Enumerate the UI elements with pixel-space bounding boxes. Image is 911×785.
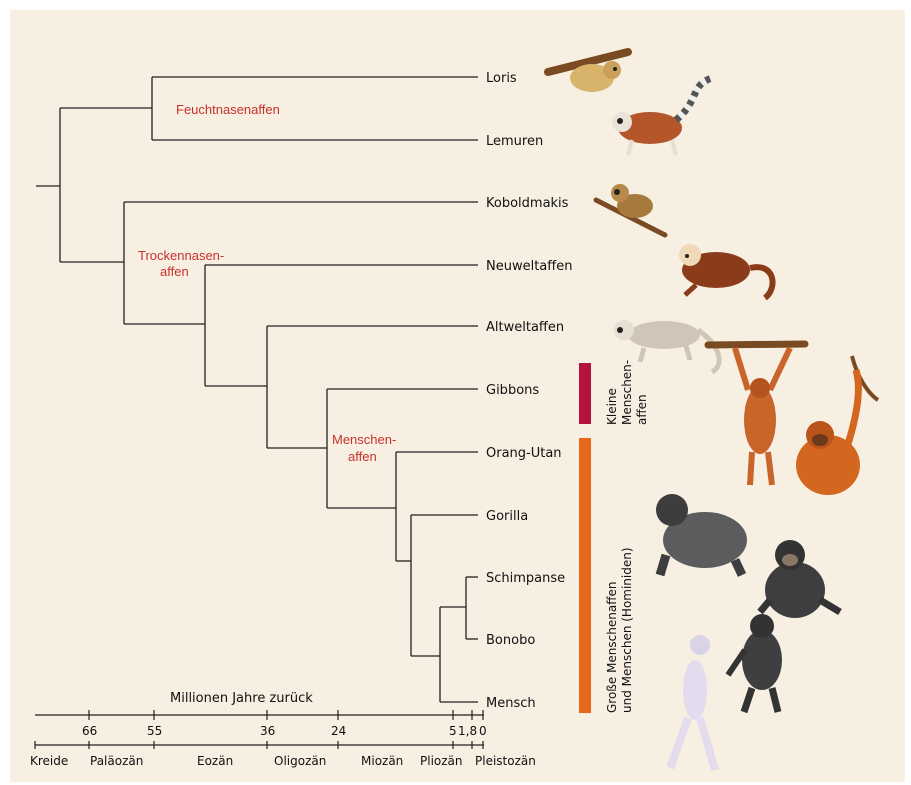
- group-label-small-apes-line1: Kleine: [605, 388, 619, 425]
- clade-label-feuchtnasenaffen: Feuchtnasenaffen: [176, 102, 280, 117]
- tick-label-1-8: 1,8: [458, 724, 477, 738]
- group-label-great-apes-line1: Große Menschenaffen: [605, 582, 619, 713]
- bar-great-apes: [579, 438, 591, 713]
- epoch-label-kreide: Kreide: [30, 754, 68, 768]
- clade-label-menschenaffen-line2: affen: [348, 449, 377, 464]
- tick-label-55: 55: [147, 724, 162, 738]
- taxon-label-altweltaffen: Altweltaffen: [486, 320, 564, 335]
- group-label-small-apes-line2: Menschen-: [620, 360, 634, 425]
- clade-label-menschenaffen-line1: Menschen-: [332, 432, 396, 447]
- taxon-label-loris: Loris: [486, 71, 517, 86]
- taxon-label-neuweltaffen: Neuweltaffen: [486, 259, 572, 274]
- taxon-label-gibbons: Gibbons: [486, 383, 539, 398]
- tick-label-24: 24: [331, 724, 346, 738]
- tick-label-66: 66: [82, 724, 97, 738]
- taxon-label-koboldmakis: Koboldmakis: [486, 196, 569, 211]
- clade-label-trockennasen-line2: affen: [160, 264, 189, 279]
- epoch-label-miozaen: Miozän: [361, 754, 403, 768]
- taxon-label-bonobo: Bonobo: [486, 633, 535, 648]
- clade-label-trockennasen-line1: Trockennasen-: [138, 248, 224, 263]
- taxon-label-schimpanse: Schimpanse: [486, 571, 565, 586]
- taxon-label-mensch: Mensch: [486, 696, 536, 711]
- time-axis-title: Millionen Jahre zurück: [170, 691, 313, 706]
- tick-label-5: 5: [449, 724, 457, 738]
- taxon-label-lemuren: Lemuren: [486, 134, 543, 149]
- group-label-great-apes-line2: und Menschen (Hominiden): [620, 547, 634, 713]
- taxon-label-gorilla: Gorilla: [486, 509, 528, 524]
- epoch-label-palaeozaen: Paläozän: [90, 754, 143, 768]
- epoch-label-pleistozaen: Pleistozän: [475, 754, 536, 768]
- epoch-label-pliozaen: Pliozän: [420, 754, 463, 768]
- bar-small-apes: [579, 363, 591, 424]
- group-label-small-apes-line3: affen: [635, 394, 649, 425]
- tick-label-36: 36: [260, 724, 275, 738]
- epoch-label-oligozaen: Oligozän: [274, 754, 326, 768]
- tick-label-0: 0: [479, 724, 487, 738]
- epoch-label-eozaen: Eozän: [197, 754, 233, 768]
- taxon-label-orang-utan: Orang-Utan: [486, 446, 562, 461]
